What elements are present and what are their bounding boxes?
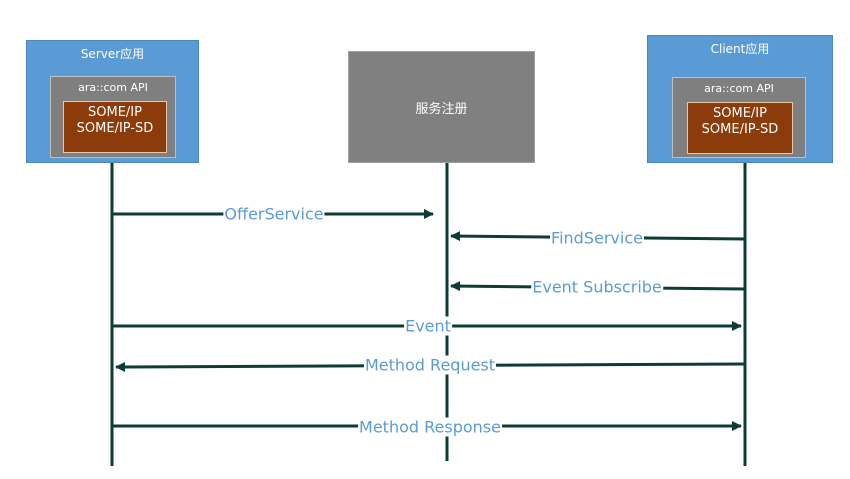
label-offer-service: OfferService [223, 204, 325, 224]
server-api-box: ara::com API SOME/IP SOME/IP-SD [50, 76, 176, 158]
registry-title: 服务注册 [415, 101, 468, 117]
client-node: Client应用 ara::com API SOME/IP SOME/IP-SD [647, 35, 833, 163]
client-protocol-someip: SOME/IP [713, 106, 767, 121]
server-title: Server应用 [80, 47, 145, 61]
server-api-label: ara::com API [78, 81, 148, 94]
client-protocol-someip-sd: SOME/IP-SD [701, 122, 779, 137]
server-protocol-box: SOME/IP SOME/IP-SD [63, 101, 167, 153]
client-title: Client应用 [710, 42, 770, 56]
server-protocol-someip-sd: SOME/IP-SD [76, 121, 154, 136]
client-api-label: ara::com API [704, 82, 774, 95]
server-node: Server应用 ara::com API SOME/IP SOME/IP-SD [26, 40, 199, 163]
label-find-service: FindService [550, 228, 644, 248]
client-protocol-box: SOME/IP SOME/IP-SD [687, 102, 793, 154]
label-method-request: Method Request [363, 355, 497, 375]
registry-node: 服务注册 [348, 51, 535, 163]
label-event: Event [404, 316, 452, 336]
server-protocol-someip: SOME/IP [88, 105, 142, 120]
label-event-subscribe: Event Subscribe [531, 277, 663, 297]
client-api-box: ara::com API SOME/IP SOME/IP-SD [672, 77, 806, 158]
label-method-response: Method Response [358, 417, 502, 437]
